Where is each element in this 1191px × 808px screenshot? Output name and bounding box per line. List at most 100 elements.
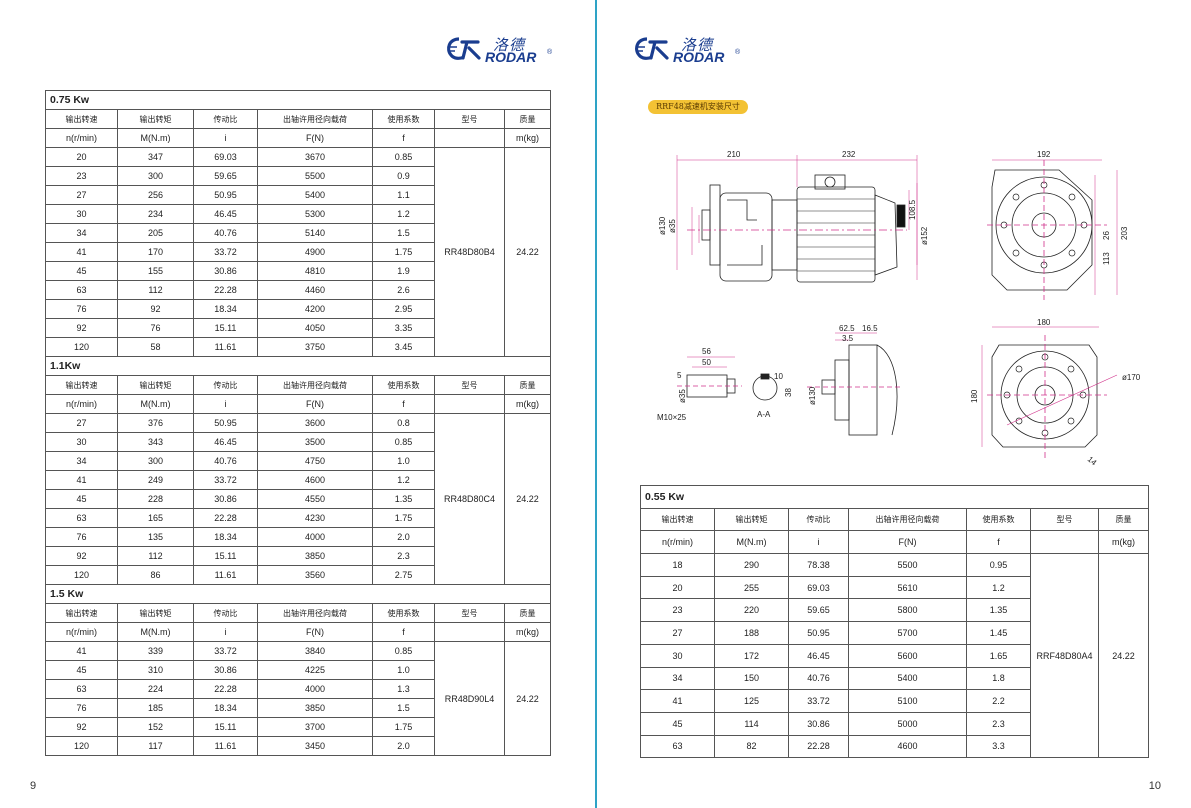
unit-label: m(kg) <box>503 128 552 148</box>
table-cell: 33.72 <box>193 242 258 262</box>
dim-16-5: 16.5 <box>862 324 878 333</box>
table-cell: 30 <box>640 643 715 668</box>
table-cell: 11.61 <box>193 736 258 756</box>
table-cell: 15.11 <box>193 546 258 566</box>
table-cell: 3560 <box>257 565 373 585</box>
table-cell: 5300 <box>257 204 373 224</box>
model-cell: RRF48D80A4 <box>1030 553 1099 759</box>
table-cell: 2.95 <box>372 299 435 319</box>
column-header: 出轴许用径向载荷 <box>848 507 967 532</box>
unit-label: m(kg) <box>503 622 552 642</box>
table-cell: 2.0 <box>372 736 435 756</box>
unit-label: n(r/min) <box>45 394 118 414</box>
table-cell: 165 <box>117 508 194 528</box>
table-cell: 40.76 <box>788 666 849 691</box>
table-cell: 45 <box>45 489 118 509</box>
table-cell: 11.61 <box>193 565 258 585</box>
dim-dia-35: ø35 <box>668 219 677 233</box>
table-cell: 112 <box>117 280 194 300</box>
column-header-row: 输出转速输出转矩传动比出轴许用径向载荷使用系数型号质量 <box>640 507 1150 532</box>
table-cell: 5800 <box>848 598 967 623</box>
column-header: 出轴许用径向载荷 <box>257 109 373 129</box>
table-cell: 15.11 <box>193 717 258 737</box>
table-cell: 23 <box>45 166 118 186</box>
dia-170-leader <box>1006 374 1118 426</box>
column-header-row: 输出转速输出转矩传动比出轴许用径向载荷使用系数型号质量 <box>45 109 552 129</box>
dim-10: 10 <box>774 372 783 381</box>
table-cell: 114 <box>714 711 789 736</box>
installation-dimension-drawing: 210 232 ø130 ø35 108.5 ø152 192 26 113 2… <box>657 150 1141 468</box>
column-header: 使用系数 <box>966 507 1031 532</box>
table-cell: 18.34 <box>193 527 258 547</box>
table-cell: 4225 <box>257 660 373 680</box>
section-title-row: 1.1Kw <box>44 356 552 376</box>
front-view-lower: 180 ø170 180 14 <box>970 318 1141 468</box>
table-cell: 2.0 <box>372 527 435 547</box>
table-cell: 1.0 <box>372 660 435 680</box>
section-title-row: 0.75 Kw <box>44 90 552 110</box>
table-cell: 5610 <box>848 575 967 600</box>
dim-5: 5 <box>677 371 682 380</box>
table-cell: 224 <box>117 679 194 699</box>
unit-label: M(N.m) <box>117 622 194 642</box>
column-header: 输出转速 <box>45 375 118 395</box>
side-view: 210 232 ø130 ø35 108.5 ø152 <box>658 150 929 283</box>
unit-label: f <box>372 622 435 642</box>
housing-outline <box>991 169 1093 291</box>
table-cell: 4230 <box>257 508 373 528</box>
unit-label: f <box>372 394 435 414</box>
table-cell: 120 <box>45 337 118 357</box>
table-cell: 34 <box>45 223 118 243</box>
table-cell: 1.5 <box>372 223 435 243</box>
table-cell: 86 <box>117 565 194 585</box>
column-header: 使用系数 <box>372 109 435 129</box>
table-cell: 5140 <box>257 223 373 243</box>
table-cell: 3840 <box>257 641 373 661</box>
dim-14: 14 <box>1086 455 1099 468</box>
table-cell: 45 <box>640 711 715 736</box>
table-cell: 27 <box>45 413 118 433</box>
dim-3-5: 3.5 <box>842 334 854 343</box>
table-cell: 2.6 <box>372 280 435 300</box>
section-label-a-a: A-A <box>757 410 771 419</box>
table-cell: 4750 <box>257 451 373 471</box>
section-title: 0.55 Kw <box>639 485 1150 509</box>
model-cell: RR48D80B4 <box>434 147 505 357</box>
mass-cell: 24.22 <box>503 413 552 585</box>
table-cell: 3.45 <box>372 337 435 357</box>
drawing-title-tag: RRF48减速机安装尺寸 <box>648 100 748 114</box>
right-page: 洛德 RODAR ® RRF48减速机安装尺寸 210 232 ø130 <box>597 0 1191 808</box>
dim-vertical <box>691 183 918 280</box>
dim-dia-152: ø152 <box>920 226 929 245</box>
table-cell: 117 <box>117 736 194 756</box>
table-cell: 155 <box>117 261 194 281</box>
table-cell: 152 <box>117 717 194 737</box>
housing-section <box>848 344 878 436</box>
table-cell: 22.28 <box>788 734 849 759</box>
table-cell: 50.95 <box>193 413 258 433</box>
flange-outline <box>991 344 1098 448</box>
table-cell: 4900 <box>257 242 373 262</box>
table-cell: 5400 <box>848 666 967 691</box>
table-cell: 1.2 <box>966 575 1031 600</box>
unit-label: F(N) <box>257 128 373 148</box>
column-header: 输出转矩 <box>117 109 194 129</box>
table-cell: 41 <box>640 689 715 713</box>
unit-label <box>434 394 505 414</box>
table-cell: 30.86 <box>788 711 849 736</box>
table-cell: 228 <box>117 489 194 509</box>
table-cell: 4810 <box>257 261 373 281</box>
table-cell: 3.3 <box>966 734 1031 759</box>
logo-registered-mark: ® <box>735 49 741 56</box>
section-title-row: 1.5 Kw <box>44 584 552 604</box>
table-cell: 0.9 <box>372 166 435 186</box>
table-cell: 5100 <box>848 689 967 713</box>
section-title: 1.5 Kw <box>44 584 552 604</box>
model-cell: RR48D80C4 <box>434 413 505 585</box>
table-cell: 3850 <box>257 698 373 718</box>
unit-label: M(N.m) <box>117 128 194 148</box>
